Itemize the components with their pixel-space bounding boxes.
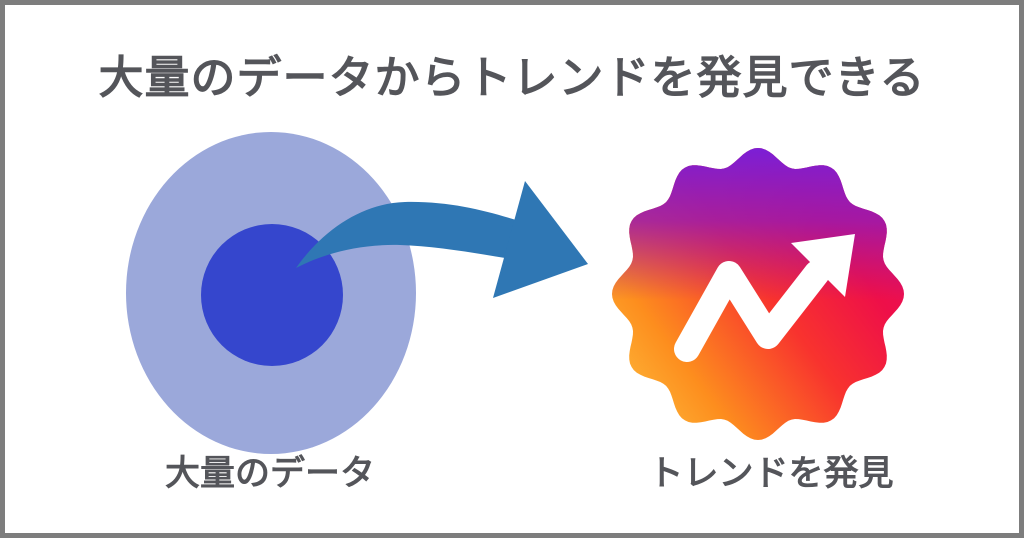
left-caption: 大量のデータ	[164, 454, 375, 493]
page-title: 大量のデータからトレンドを発見できる	[98, 52, 926, 103]
diagram-canvas	[126, 132, 904, 454]
curved-right-arrow-icon	[296, 181, 588, 298]
trending-up-icon	[674, 234, 855, 362]
badge-seal-overlay	[612, 148, 904, 440]
right-caption: トレンドを発見	[648, 454, 894, 493]
trend-badge	[612, 148, 904, 440]
